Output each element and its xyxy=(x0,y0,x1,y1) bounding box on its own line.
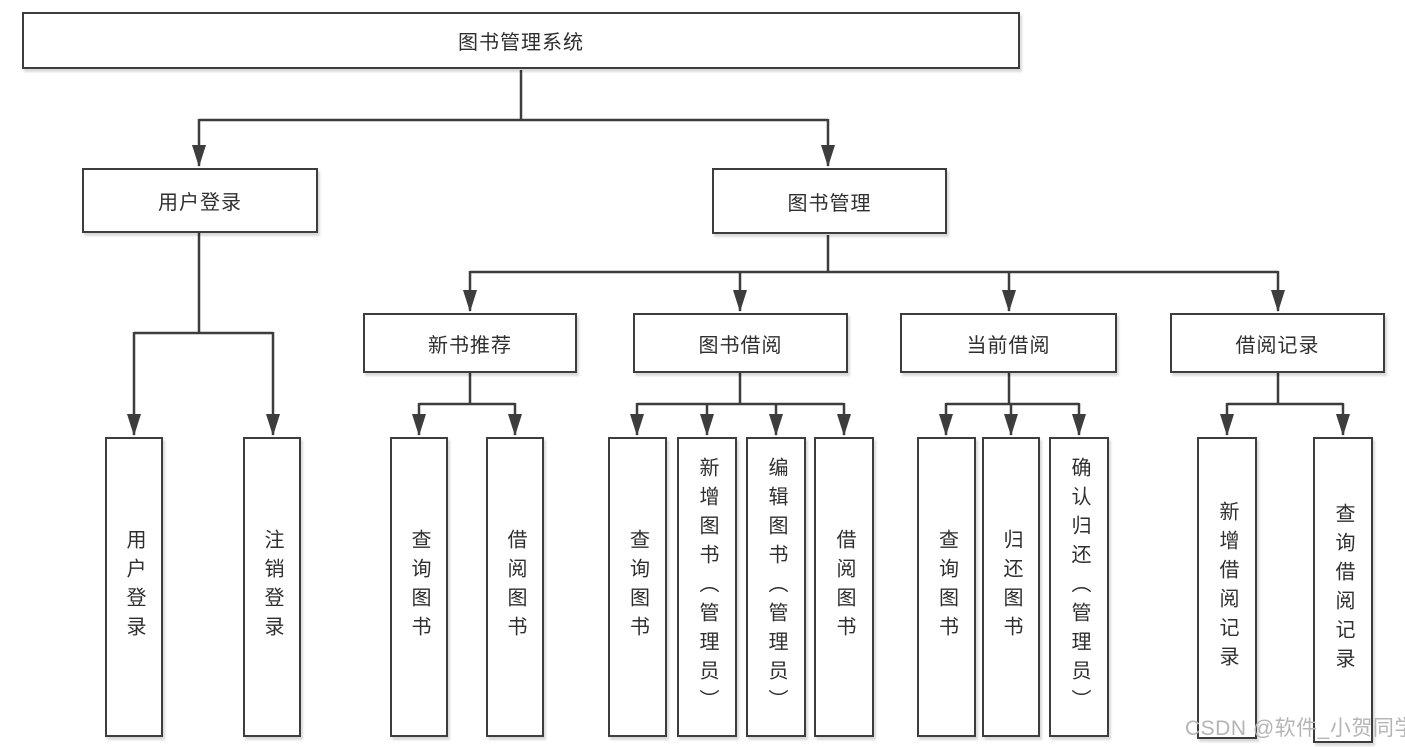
leaf-label: 借阅图书 xyxy=(833,529,855,645)
node-search-books-current: 查询图书 xyxy=(917,437,976,737)
node-borrowing-records: 借阅记录 xyxy=(1170,313,1385,373)
leaf-label: 借阅图书 xyxy=(504,529,526,645)
node-confirm-return-admin: 确认归还（管理员） xyxy=(1049,437,1109,737)
node-add-book-admin: 新增图书（管理员） xyxy=(677,437,737,737)
node-search-books-recommend: 查询图书 xyxy=(390,437,448,737)
node-borrow-book: 借阅图书 xyxy=(814,437,874,737)
connector-borrowing-records-children xyxy=(1227,373,1343,406)
node-current-borrowing: 当前借阅 xyxy=(900,313,1117,373)
node-add-borrow-record: 新增借阅记录 xyxy=(1197,437,1257,739)
node-search-books-borrowing: 查询图书 xyxy=(608,437,667,737)
leaf-label: 注销登录 xyxy=(261,529,283,645)
connector-book-management-children xyxy=(470,235,1278,274)
node-root: 图书管理系统 xyxy=(22,12,1020,69)
node-edit-book-admin: 编辑图书（管理员） xyxy=(746,437,806,737)
node-user-login-leaf: 用户登录 xyxy=(105,437,163,737)
leaf-label: 归还图书 xyxy=(1000,529,1022,645)
leaf-label: 编辑图书（管理员） xyxy=(765,456,787,718)
leaf-label: 查询图书 xyxy=(935,529,958,645)
leaf-label: 查询图书 xyxy=(626,529,649,645)
node-return-book: 归还图书 xyxy=(982,437,1040,737)
leaf-label: 用户登录 xyxy=(123,529,145,645)
connector-book-borrowing-children xyxy=(637,373,844,406)
node-new-book-recommend: 新书推荐 xyxy=(363,313,577,373)
connector-current-borrowing-children xyxy=(946,373,1079,406)
leaf-label: 确认归还（管理员） xyxy=(1068,456,1090,718)
node-borrow-books-recommend: 借阅图书 xyxy=(486,437,544,737)
leaf-label: 新增借阅记录 xyxy=(1216,501,1238,675)
leaf-label: 查询借阅记录 xyxy=(1332,503,1354,677)
node-user-login: 用户登录 xyxy=(82,168,318,233)
connector-user-login-children xyxy=(134,233,273,335)
connector-new-book-children xyxy=(419,373,515,406)
leaf-label: 查询图书 xyxy=(408,529,430,645)
node-logout: 注销登录 xyxy=(243,437,301,737)
connector-root-to-level2 xyxy=(199,70,828,122)
node-book-management: 图书管理 xyxy=(712,168,947,234)
csdn-watermark: CSDN @软件_小贺同学 xyxy=(1185,717,1405,740)
node-search-borrow-record: 查询借阅记录 xyxy=(1313,437,1373,743)
leaf-label: 新增图书（管理员） xyxy=(696,456,718,718)
node-book-borrowing: 图书借阅 xyxy=(633,313,848,373)
